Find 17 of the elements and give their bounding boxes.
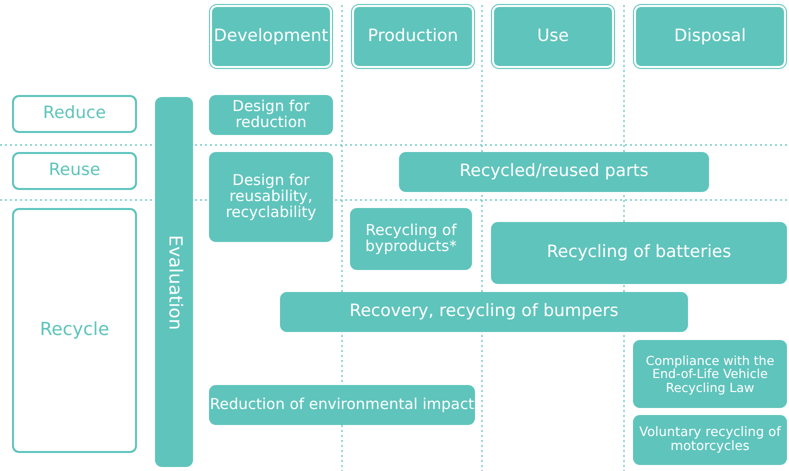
process-box: Recycled/reused parts — [399, 152, 709, 192]
process-box: Design for reusability, recyclability — [209, 152, 333, 242]
process-box: Recovery, recycling of bumpers — [280, 292, 688, 332]
column-header: Disposal — [634, 5, 786, 68]
column-header: Production — [352, 5, 474, 68]
column-header: Development — [210, 5, 332, 68]
process-box: Recycling of byproducts* — [350, 208, 472, 270]
column-header: Use — [492, 5, 614, 68]
evaluation-bar: Evaluation — [155, 97, 193, 467]
process-box: Design for reduction — [209, 95, 333, 135]
process-box: Voluntary recycling of motorcycles — [633, 415, 787, 465]
row-header: Reuse — [12, 152, 137, 190]
process-box: Reduction of environmental impact — [209, 385, 475, 425]
row-header: Reduce — [12, 95, 137, 133]
row-header: Recycle — [12, 208, 137, 453]
process-box: Recycling of batteries — [491, 222, 787, 284]
process-box: Compliance with the End-of-Life Vehicle Recycling Law — [633, 340, 787, 408]
